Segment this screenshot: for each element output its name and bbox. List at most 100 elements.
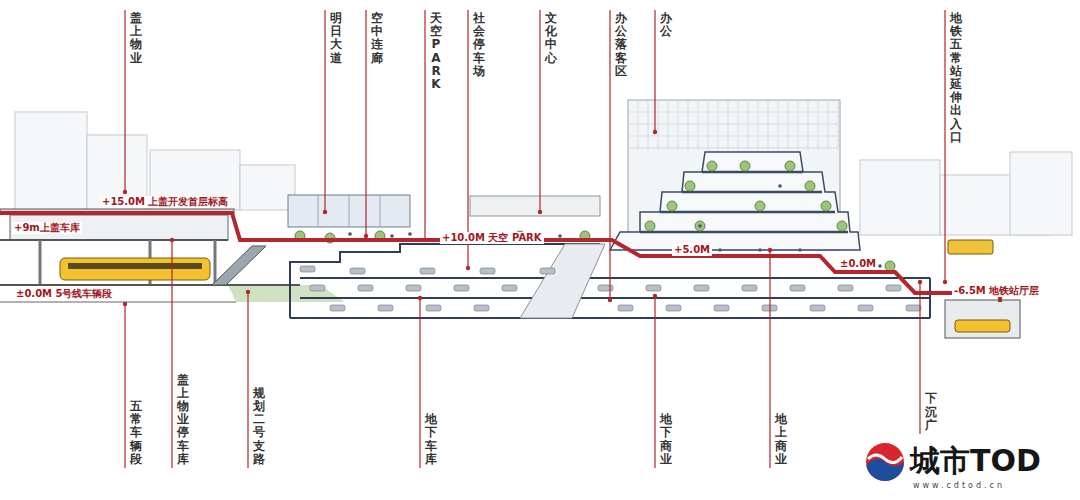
leader-line xyxy=(654,10,655,132)
corridor-mullion xyxy=(349,195,350,227)
car xyxy=(742,285,757,291)
facade-mullion xyxy=(838,100,839,150)
car xyxy=(714,305,729,311)
background-building xyxy=(15,112,87,210)
leader-dot xyxy=(653,130,657,134)
facade-floor xyxy=(628,136,840,137)
facade-mullion xyxy=(728,100,729,150)
callout-label: 办公 xyxy=(660,12,672,38)
rail-track xyxy=(0,284,300,286)
facade-mullion xyxy=(708,100,709,150)
facade-mullion xyxy=(808,100,809,150)
subway-hall xyxy=(945,300,1020,338)
elevation-label: +9m上盖车库 xyxy=(12,222,82,234)
facade-mullion xyxy=(638,100,639,150)
car xyxy=(454,285,469,291)
tree xyxy=(837,221,847,231)
column xyxy=(214,240,217,285)
callout-label: 地下车库 xyxy=(425,413,437,466)
bus xyxy=(948,240,993,254)
elevation-label: +15.0M 上盖开发首层标高 xyxy=(100,196,230,208)
facade-mullion xyxy=(698,100,699,150)
car xyxy=(646,285,661,291)
elevation-label: -6.5M 地铁站厅层 xyxy=(952,285,1041,297)
car xyxy=(666,305,681,311)
floor-slab xyxy=(300,277,930,279)
terrace-slab xyxy=(682,191,822,194)
car xyxy=(480,268,495,274)
leader-line xyxy=(324,10,325,212)
car xyxy=(906,305,921,311)
car xyxy=(420,268,435,274)
person xyxy=(878,264,882,268)
terrace-slab xyxy=(702,171,803,174)
callout-label: 盖上物业 xyxy=(130,12,142,65)
metro-train xyxy=(60,258,210,280)
facade-mullion xyxy=(668,100,669,150)
leader-line xyxy=(919,282,920,434)
person xyxy=(558,234,562,238)
car xyxy=(426,305,441,311)
facade-mullion xyxy=(768,100,769,150)
callout-label: 空中连廊 xyxy=(371,12,383,65)
person xyxy=(698,224,702,228)
facade-mullion xyxy=(788,100,789,150)
elevation-label: +5.0M xyxy=(672,244,712,256)
tree xyxy=(785,161,795,171)
elevation-label: +10.0M 天空 PARK xyxy=(440,232,544,244)
elevation-label: ±0.0M 5号线车辆段 xyxy=(14,288,114,300)
logo-icon xyxy=(866,443,904,481)
callout-label: 天空PARK xyxy=(430,12,442,91)
column xyxy=(39,240,42,285)
car xyxy=(300,266,315,272)
person xyxy=(718,248,722,252)
floor-slab xyxy=(290,317,930,319)
terrace-slab xyxy=(660,211,835,214)
leader-dot xyxy=(538,210,542,214)
tree xyxy=(685,181,695,191)
car xyxy=(790,285,805,291)
culture-center-roof xyxy=(470,196,600,216)
person xyxy=(408,232,412,236)
rail-track xyxy=(0,301,236,303)
car xyxy=(358,285,373,291)
facade-mullion xyxy=(818,100,819,150)
facade-mullion xyxy=(758,100,759,150)
car xyxy=(310,285,325,291)
car xyxy=(886,285,901,291)
facade-mullion xyxy=(718,100,719,150)
person xyxy=(798,248,802,252)
watermark-logo: 城市TOD xyxy=(910,444,1041,478)
leader-line xyxy=(769,250,770,468)
facade-mullion xyxy=(738,100,739,150)
facade-mullion xyxy=(748,100,749,150)
leader-dot xyxy=(768,248,772,252)
car xyxy=(694,285,709,291)
logo-wave-line xyxy=(868,455,902,463)
leader-line xyxy=(419,298,420,468)
tree xyxy=(885,261,895,271)
leader-dot xyxy=(246,290,250,294)
terraced-building xyxy=(610,152,860,250)
leader-line xyxy=(944,10,945,282)
leader-line xyxy=(467,10,468,268)
car xyxy=(350,268,365,274)
leader-dot xyxy=(653,294,657,298)
facade-floor xyxy=(628,112,840,113)
tree xyxy=(740,161,750,171)
tree xyxy=(821,201,831,211)
person xyxy=(778,184,782,188)
facade-mullion xyxy=(798,100,799,150)
escalator xyxy=(212,246,266,285)
leader-line xyxy=(124,304,125,468)
leader-line xyxy=(247,292,248,468)
car xyxy=(474,305,489,311)
tower-facade-grid xyxy=(628,100,840,150)
wall xyxy=(929,278,931,318)
floor-slab xyxy=(300,297,930,299)
leader-dot xyxy=(918,280,922,284)
callout-label: 地铁五常站延伸出入口 xyxy=(950,12,962,144)
callout-label: 盖上物业停车库 xyxy=(177,374,189,466)
elevation-label: ±0.0M xyxy=(838,258,878,270)
facade-mullion xyxy=(658,100,659,150)
